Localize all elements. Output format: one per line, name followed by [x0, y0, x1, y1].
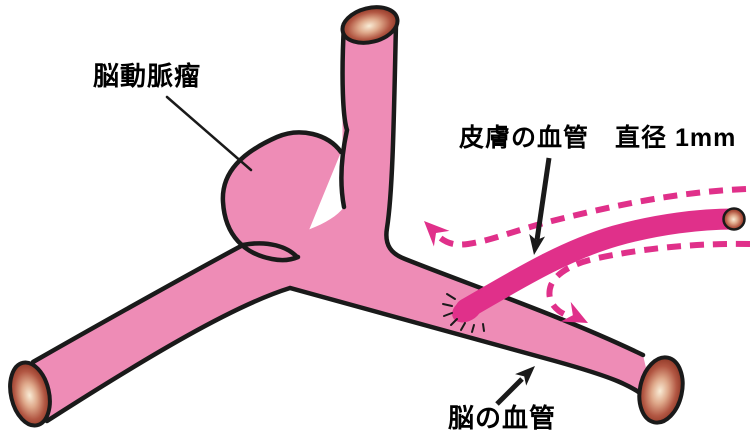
flow-dash-upper: [433, 186, 747, 248]
flow-arrow-upper: [424, 186, 747, 248]
brain-vessel-body: [33, 24, 655, 421]
suture-marks: [442, 293, 485, 333]
graft-cut-end: [722, 207, 746, 231]
flow-arrow-lower: [546, 240, 750, 323]
label-aneurysm: 脳動脈瘤: [93, 61, 202, 91]
vessel-edge-left-upper: [30, 241, 300, 365]
aneurysm-leader-line: [165, 95, 253, 172]
label-brain-vessel: 脳の血管: [448, 403, 557, 433]
vessel-edge-top-right: [384, 21, 646, 358]
vessel-cap-top: [340, 5, 400, 45]
brain-vessel-pointer-arrow: [495, 366, 535, 406]
skin-vessel-graft: [452, 207, 746, 323]
vessel-edge-bottom: [44, 285, 658, 424]
flow-dash-lower: [546, 240, 750, 320]
aneurysm-bulge: [220, 130, 344, 263]
flow-arrowhead-upper: [424, 221, 450, 247]
vessel-cap-left: [8, 360, 52, 428]
skin-vessel-pointer-arrow: [529, 157, 552, 255]
graft-vessel: [455, 208, 745, 320]
flow-arrowhead-lower: [560, 301, 588, 323]
vessel-edge-top-left: [339, 21, 350, 210]
label-skin-vessel: 皮膚の血管 直径 1mm: [459, 124, 737, 152]
vessel-cap-right: [637, 355, 685, 425]
